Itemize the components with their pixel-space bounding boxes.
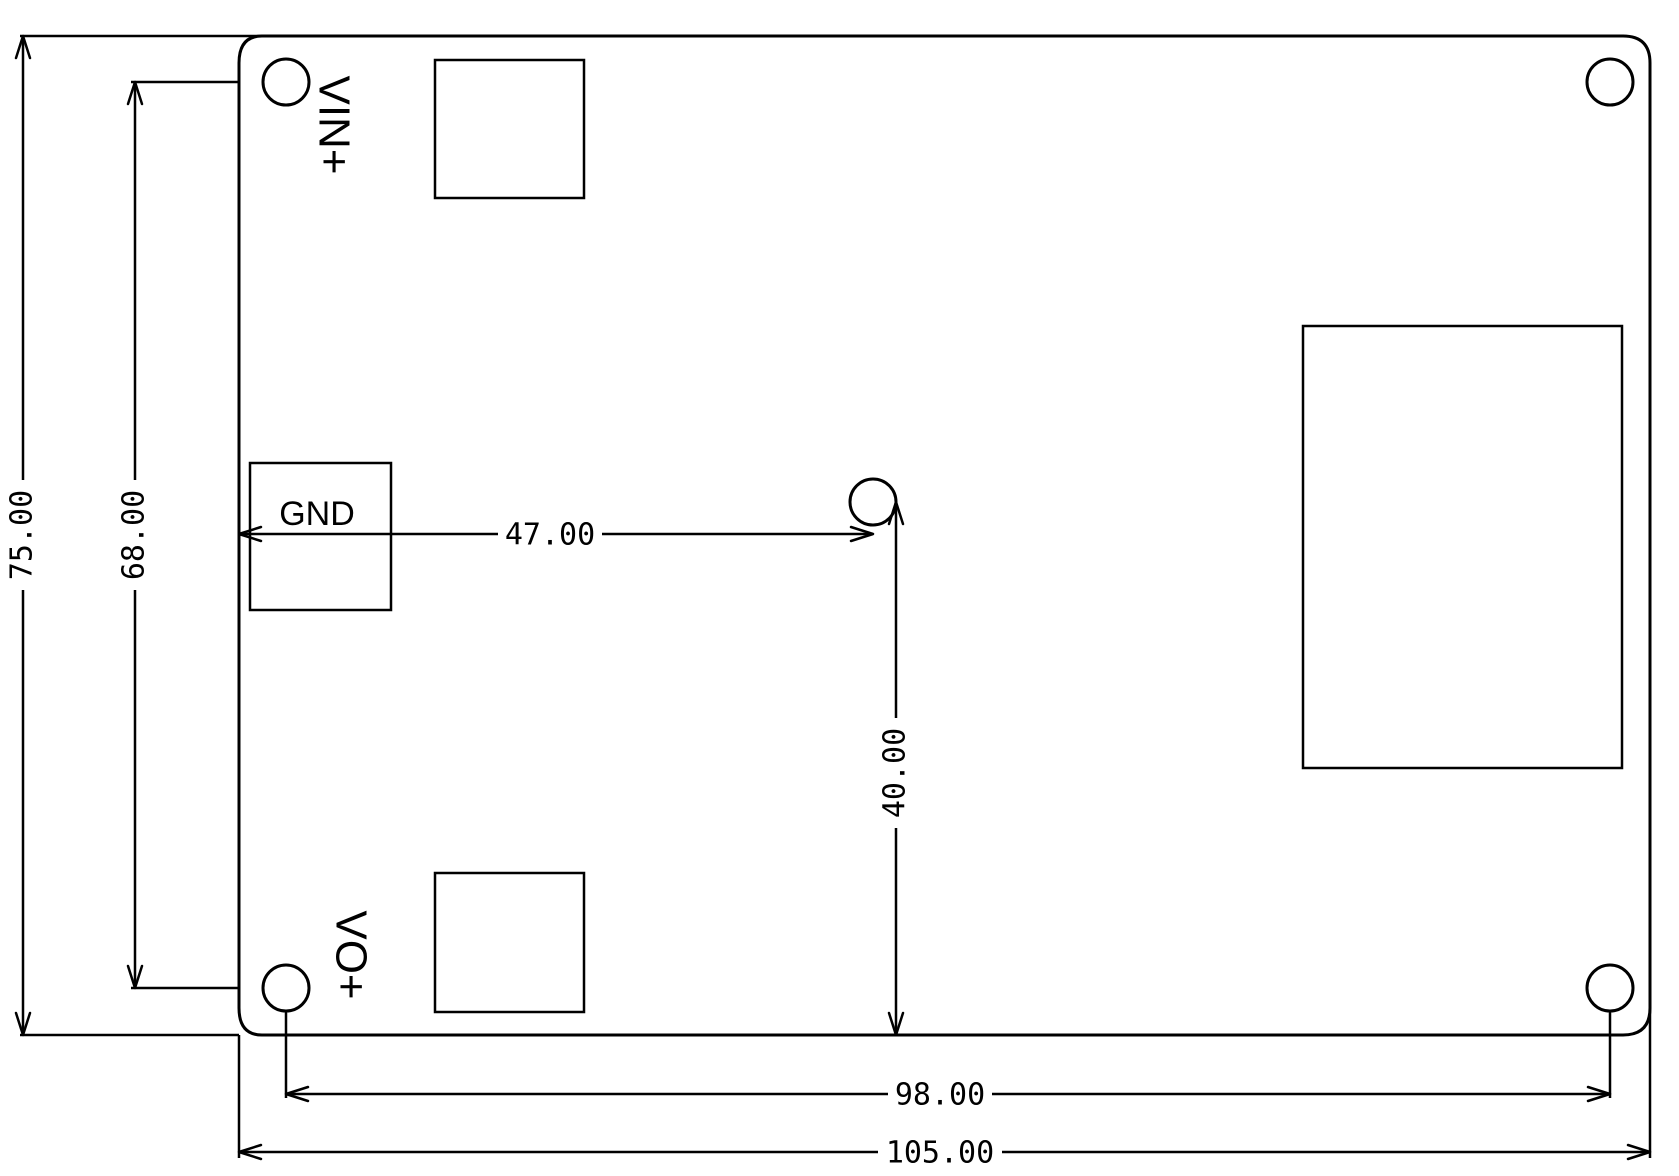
vo-terminal-pad (433, 871, 586, 1014)
hole-center (848, 477, 898, 527)
gnd-label: GND (279, 495, 355, 533)
hole-top-right (1585, 57, 1635, 107)
dimension-gnd-to-center: 47.00 (237, 518, 875, 553)
board-outline (237, 34, 1652, 1037)
dimension-board-width: 105.00 (237, 1008, 1652, 1171)
dimension-center-to-bottom: 40.00 (878, 500, 913, 1037)
dimension-hole-pitch-vertical: 68.00 (117, 80, 239, 990)
hole-bottom-left (261, 963, 311, 1013)
dimension-label-40: 40.00 (878, 728, 913, 818)
vin-label: VIN+ (309, 75, 358, 174)
hole-bottom-right (1585, 963, 1635, 1013)
dimension-label-105: 105.00 (886, 1136, 994, 1171)
dimension-label-47: 47.00 (505, 518, 595, 553)
dimension-board-height: 75.00 (5, 34, 262, 1037)
vo-label: VO+ (326, 910, 375, 999)
dimension-label-75: 75.00 (5, 490, 40, 580)
dimension-label-68: 68.00 (117, 490, 152, 580)
hole-top-left (261, 57, 311, 107)
dimension-hole-pitch-horizontal: 98.00 (284, 1011, 1612, 1113)
dimension-label-98: 98.00 (895, 1078, 985, 1113)
component-block (1301, 324, 1624, 770)
vin-terminal-pad (433, 58, 586, 200)
gnd-terminal-pad (248, 461, 393, 612)
